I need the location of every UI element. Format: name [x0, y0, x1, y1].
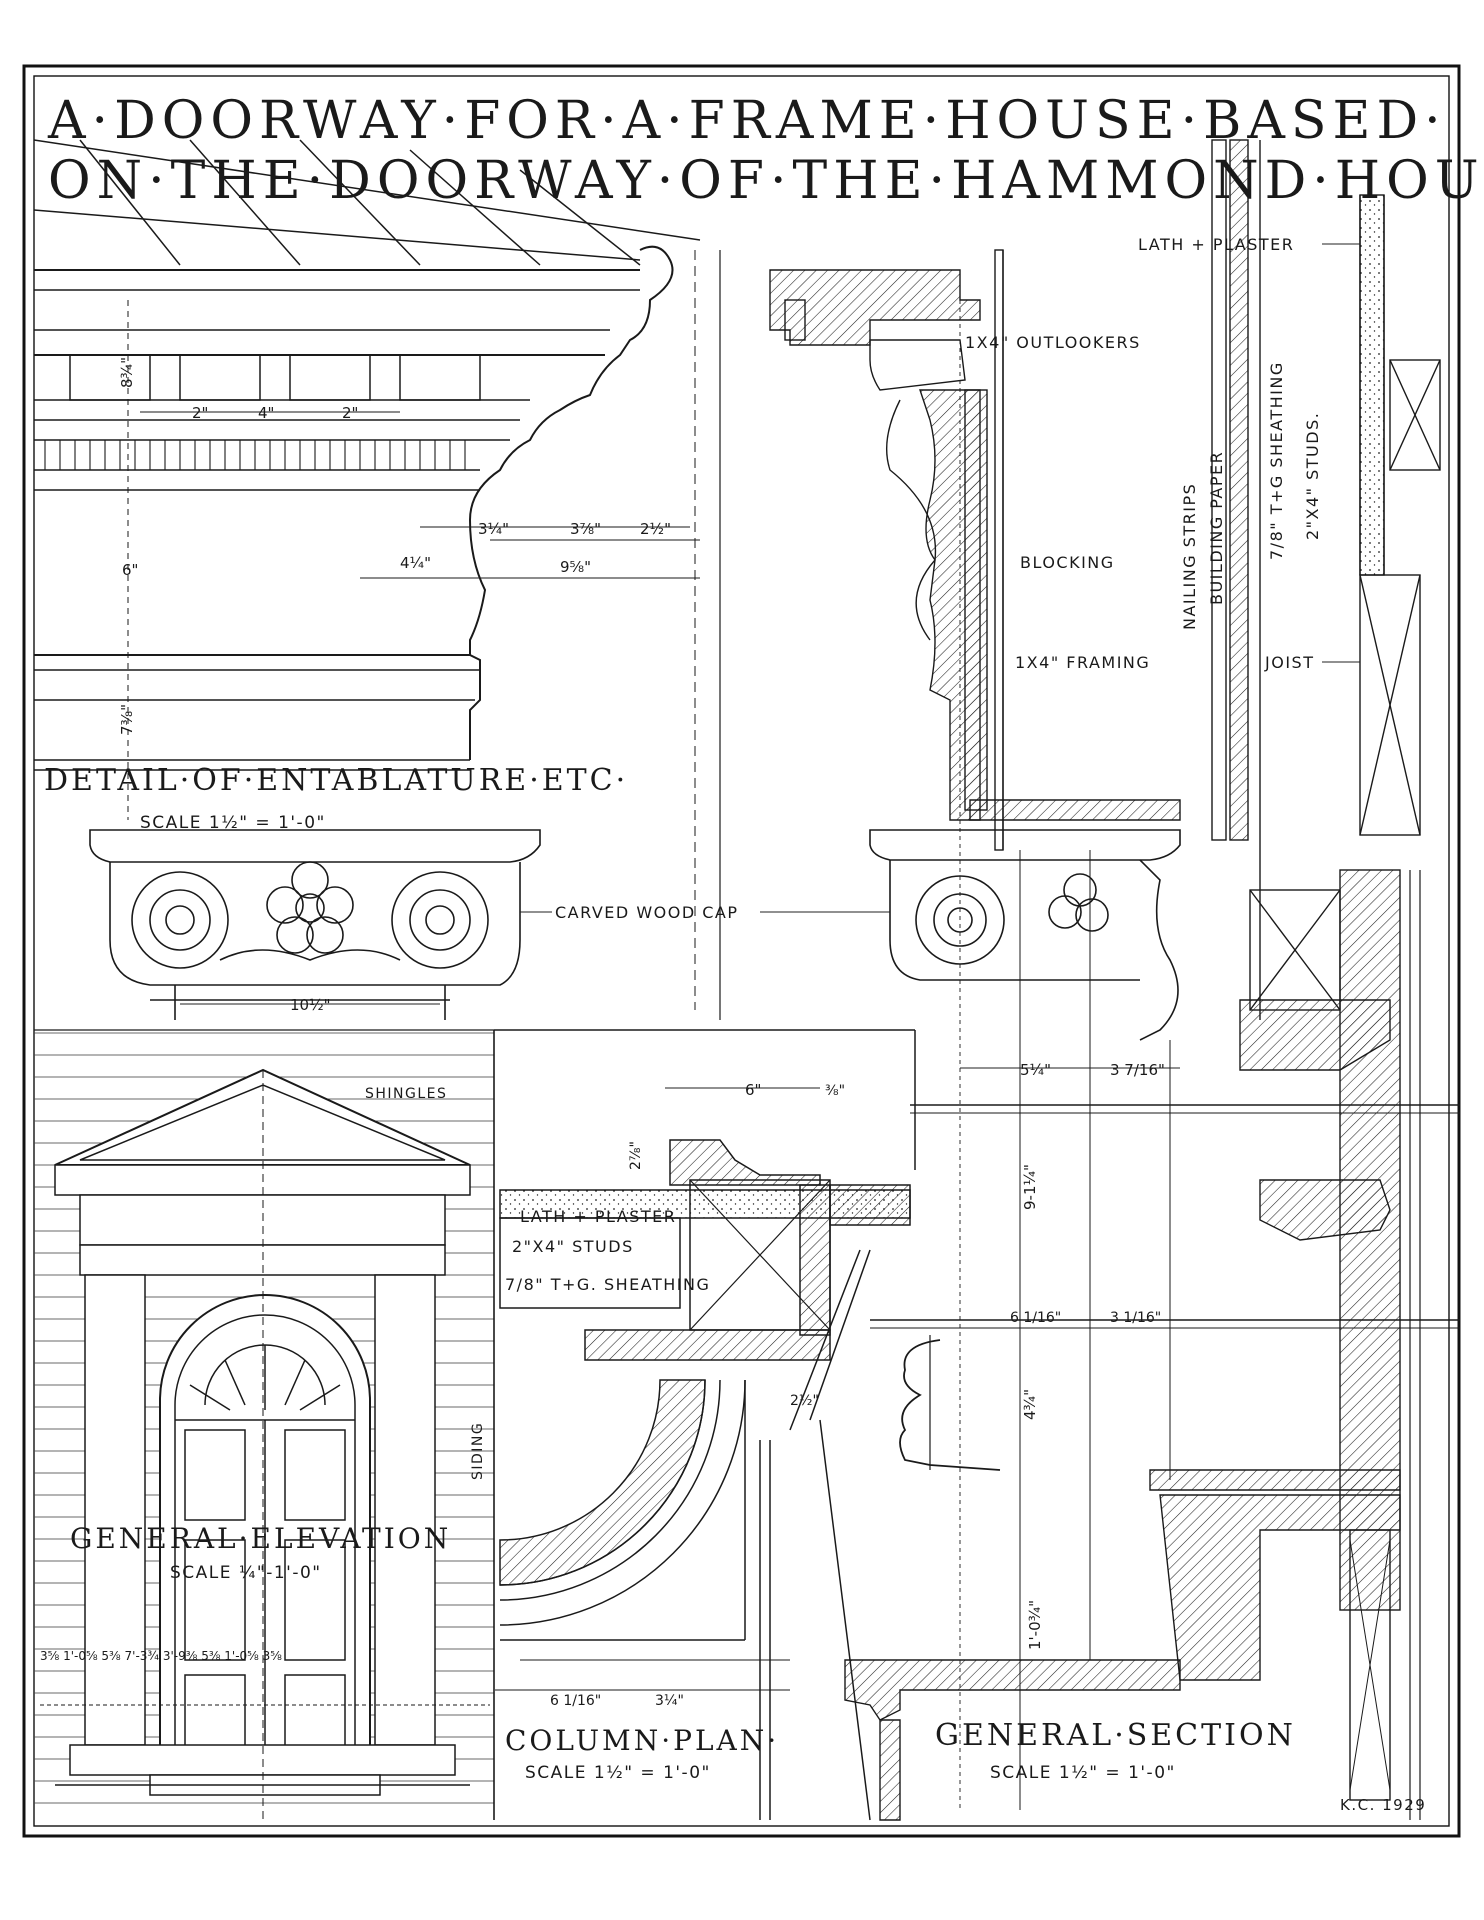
- dim-3-7-16: 3 7/16": [1110, 1061, 1165, 1079]
- column-plan-heading: COLUMN·PLAN·: [505, 1724, 779, 1757]
- dim-9-1-4: 9-1¼": [1021, 1164, 1039, 1210]
- dim-5-1-4: 5¼": [1020, 1061, 1051, 1079]
- note-studs-vertical: 2"X4" STUDS.: [1303, 412, 1322, 540]
- dim-6-1-16: 6 1/16": [1010, 1310, 1061, 1326]
- carved-cap-left: [89, 829, 541, 1020]
- sheet-border: [22, 64, 1461, 1838]
- dim-4-3-4: 4¾": [1021, 1389, 1039, 1420]
- dim-4: 4": [258, 404, 274, 422]
- dim-6-1-16b: 6 1/16": [550, 1693, 601, 1709]
- dim-3-1-4: 3¼": [478, 520, 509, 538]
- section-heading: GENERAL·SECTION: [935, 1718, 1296, 1753]
- note-lath-plaster-plan: LATH + PLASTER: [520, 1207, 676, 1226]
- wall-section: [769, 139, 1460, 1821]
- note-siding: SIDING: [470, 1422, 486, 1480]
- note-studs-plan: 2"X4" STUDS: [512, 1237, 634, 1256]
- carved-cap-right: [869, 829, 1181, 1041]
- dim-9-5-8: 9⅝": [560, 558, 591, 576]
- dim-2-1-2: 2½": [640, 520, 671, 538]
- note-joist: JOIST: [1264, 653, 1314, 672]
- column-plan-scale: SCALE 1½" = 1'-0": [525, 1763, 711, 1783]
- dim-elevation-row: 3⅝ 1'-0⅝ 5⅜ 7'-3¾ 3'-9⅜ 5⅜ 1'-0⅝ 3⅝: [40, 1649, 282, 1663]
- note-outlookers: 1X4" OUTLOOKERS: [965, 333, 1141, 352]
- signature: K.C. 1929: [1340, 1796, 1426, 1814]
- dim-2-1-2b: 2½": [790, 1393, 819, 1409]
- dim-10-1-2: 10½": [290, 996, 331, 1014]
- note-shingles: SHINGLES: [365, 1086, 447, 1102]
- note-framing: 1X4" FRAMING: [1015, 653, 1150, 672]
- dim-6-plan: 6": [745, 1081, 761, 1099]
- entablature-scale: SCALE 1½" = 1'-0": [140, 813, 326, 833]
- elevation-heading: GENERAL·ELEVATION: [70, 1522, 451, 1555]
- general-elevation: [34, 1029, 495, 1820]
- dim-2b: 2": [342, 404, 358, 422]
- dim-4-1-4: 4¼": [400, 554, 431, 572]
- note-lath-plaster-top: LATH + PLASTER: [1138, 235, 1294, 254]
- note-building-paper: BUILDING PAPER: [1207, 451, 1226, 605]
- dimension-labels: 8¾" 2" 4" 2" 3¼" 3⅞" 2½" 4¼" 9⅝" 6" 7⅜" …: [40, 357, 1180, 1709]
- dim-6: 6": [122, 561, 138, 579]
- note-carved-cap: CARVED WOOD CAP: [555, 903, 739, 922]
- note-sheathing-plan: 7/8" T+G. SHEATHING: [505, 1275, 710, 1294]
- dim-2a: 2": [192, 404, 208, 422]
- dim-3-1-4b: 3¼": [655, 1693, 684, 1709]
- note-nailing-strips: NAILING STRIPS: [1180, 483, 1199, 630]
- elevation-scale: SCALE ¼"-1'-0": [170, 1563, 322, 1583]
- column-plan: [494, 1029, 916, 1821]
- dim-7-3-8: 7⅜": [118, 704, 136, 735]
- title-line-2: ON·THE·DOORWAY·OF·THE·HAMMOND·HOUSE·: [48, 151, 1484, 211]
- dim-1-0-3-4: 1'-0¾": [1026, 1600, 1044, 1650]
- entablature-elevation: [33, 139, 721, 1020]
- title-line-1: A·DOORWAY·FOR·A·FRAME·HOUSE·BASED·: [47, 91, 1447, 151]
- note-blocking: BLOCKING: [1020, 553, 1115, 572]
- dim-3-7-8: 3⅞": [570, 520, 601, 538]
- dim-3-1-16: 3 1/16": [1110, 1310, 1161, 1326]
- dim-3-8: ⅜": [825, 1083, 845, 1099]
- entablature-heading: DETAIL·OF·ENTABLATURE·ETC·: [44, 763, 628, 798]
- dim-8-6: 8¾": [118, 357, 136, 388]
- section-scale: SCALE 1½" = 1'-0": [990, 1763, 1176, 1783]
- note-sheathing-vertical: 7/8" T+G SHEATHING: [1267, 361, 1286, 560]
- dim-2-7-8: 2⅞": [628, 1141, 644, 1170]
